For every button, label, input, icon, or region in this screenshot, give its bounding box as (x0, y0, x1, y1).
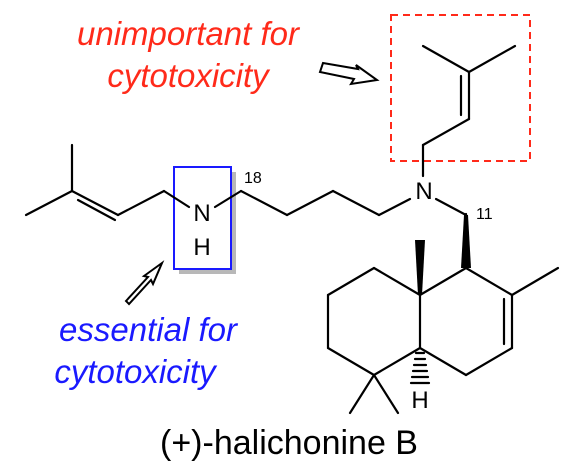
locant-11: 11 (476, 206, 493, 223)
unimportant-highlight-box (390, 14, 531, 162)
hollow-arrow-up-icon (124, 260, 165, 306)
essential-label-line1: essential for (59, 311, 239, 348)
angular-methyl-wedge (415, 240, 425, 295)
aminobutyl-chain (213, 189, 412, 217)
ring-fusion-hydrogen-label: H (411, 387, 428, 414)
essential-highlight-box (173, 166, 232, 270)
locant-18: 18 (244, 170, 262, 187)
n-methylene-linker (434, 197, 468, 217)
n-prenyl-group (421, 44, 517, 178)
amine-nitrogen-label: N (193, 200, 210, 227)
unimportant-label-line1: unimportant for (77, 15, 301, 52)
compound-name: (+)-halichonine B (160, 424, 418, 462)
unimportant-label-line2: cytotoxicity (107, 57, 271, 94)
amine-hydrogen-label: H (193, 234, 210, 261)
left-prenyl-chain (24, 143, 191, 222)
essential-label-line2: cytotoxicity (54, 353, 218, 390)
decalin-core (326, 266, 560, 415)
ring-fusion-hash-bond (409, 351, 431, 385)
hollow-arrow-right-icon (318, 61, 380, 86)
c11-wedge-bond (461, 215, 471, 268)
tertiary-nitrogen-label: N (415, 178, 432, 205)
